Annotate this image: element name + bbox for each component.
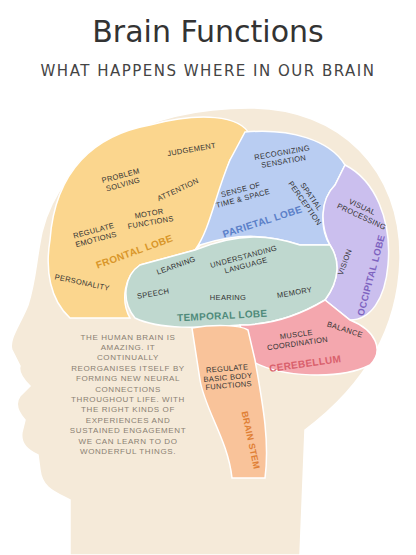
parietal-lobe-outline [195,131,345,250]
head-silhouette: THE HUMAN BRAIN IS AMAZING. IT CONTINUAL… [0,100,416,555]
cerebellum-outline [240,300,377,375]
function-label: HEARING [210,294,246,303]
head-silhouette-outline [11,108,400,555]
occipital-lobe: OCCIPITAL LOBEVISUAL PROCESSINGVISION [318,165,390,322]
function-label: REGULATE BASIC BODY FUNCTIONS [201,363,255,393]
title: Brain Functions [0,14,416,49]
brain-stem: BRAIN STEMREGULATE BASIC BODY FUNCTIONS [190,324,272,480]
occipital-lobe-outline [323,165,389,320]
note-text: THE HUMAN BRAIN IS AMAZING. IT CONTINUAL… [69,333,187,458]
parietal-lobe: PARIETAL LOBERECOGNIZING SENSATIONSENSE … [195,128,346,250]
parietal-lobe-shape [195,128,346,250]
brain-stem-outline [192,326,267,478]
brain-stem-shape [190,324,272,480]
caption: WHAT HAPPENS WHERE IN OUR BRAIN [0,62,416,80]
